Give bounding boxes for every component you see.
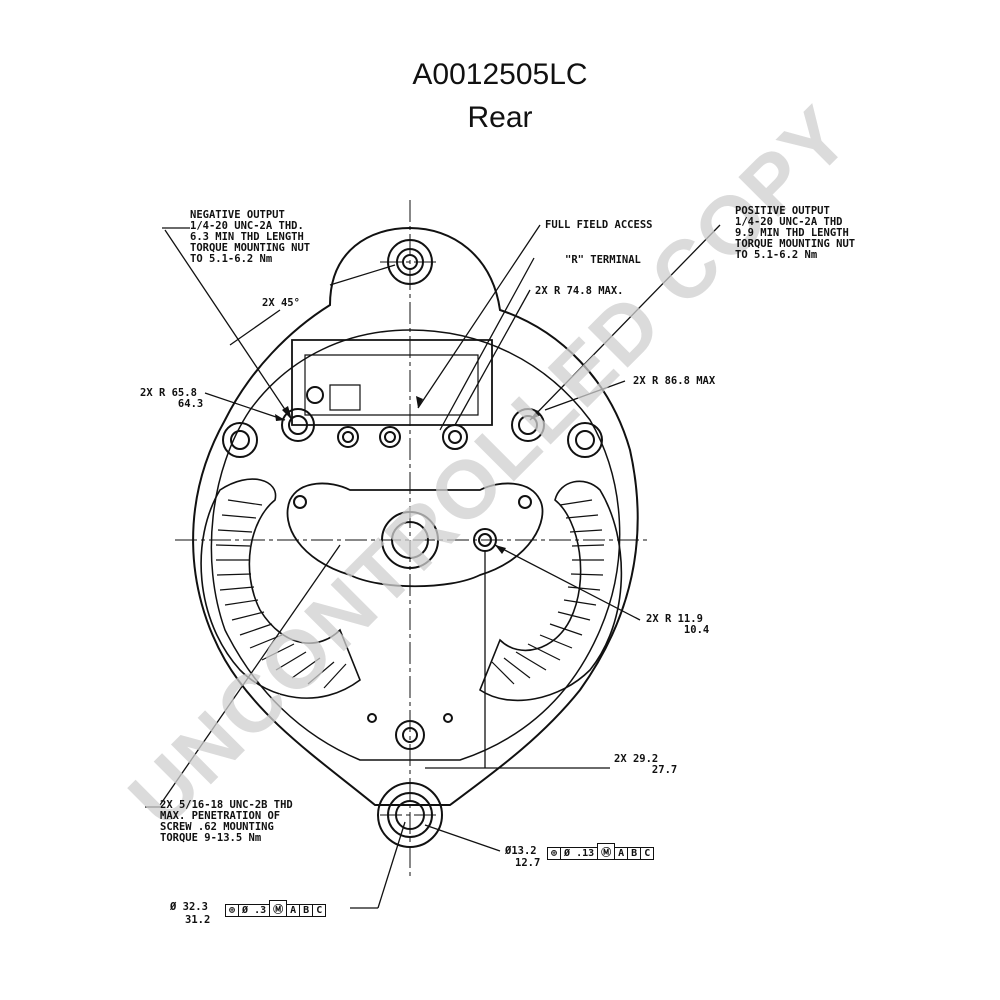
mmc-modifier-icon: Ⓜ [597, 843, 616, 860]
position-symbol-icon: ⊕ [547, 847, 562, 860]
datum-c: C [312, 904, 327, 917]
diameter-13-lower: 12.7 [515, 857, 541, 869]
position-symbol-icon: ⊕ [225, 904, 240, 917]
radius-65-callout: 2X R 65.8 64.3 [140, 387, 204, 410]
positive-output-callout: POSITIVE OUTPUT 1/4-20 UNC-2A THD 9.9 MI… [735, 205, 856, 261]
part-number-title: A0012505LC [412, 58, 588, 91]
bearing-plate [286, 482, 544, 588]
tolerance-value: Ø .13 [560, 847, 599, 860]
regulator-box [291, 339, 493, 426]
datum-b: B [299, 904, 314, 917]
dimension-29-callout: 2X 29.2 27.7 [614, 753, 678, 776]
radius-86-callout: 2X R 86.8 MAX [633, 375, 716, 387]
right-vent [479, 480, 623, 702]
screw-thread-callout: 2X 5/16-18 UNC-2B THD MAX. PENETRATION O… [160, 799, 293, 844]
datum-a: A [614, 847, 629, 860]
radius-max-callout: 2X R 74.8 MAX. [535, 285, 624, 297]
datum-a: A [286, 904, 301, 917]
view-subtitle: Rear [467, 101, 533, 134]
tolerance-value: Ø .3 [238, 904, 271, 917]
diameter-13-upper: Ø13.2 [505, 845, 537, 857]
datum-c: C [640, 847, 655, 860]
left-vent [200, 478, 361, 699]
full-field-access-callout: FULL FIELD ACCESS [545, 219, 653, 231]
diameter-32-lower: 31.2 [185, 914, 211, 926]
mmc-modifier-icon: Ⓜ [269, 900, 288, 917]
radius-11-callout: 2X R 11.9 10.4 [646, 613, 710, 636]
diameter-32-upper: Ø 32.3 [170, 901, 208, 913]
negative-output-callout: NEGATIVE OUTPUT 1/4-20 UNC-2A THD. 6.3 M… [190, 209, 311, 265]
angle-callout: 2X 45° [262, 297, 300, 309]
housing-outline [192, 226, 639, 806]
inner-housing-ring [210, 329, 621, 761]
datum-b: B [627, 847, 642, 860]
r-terminal-callout: "R" TERMINAL [565, 254, 641, 266]
